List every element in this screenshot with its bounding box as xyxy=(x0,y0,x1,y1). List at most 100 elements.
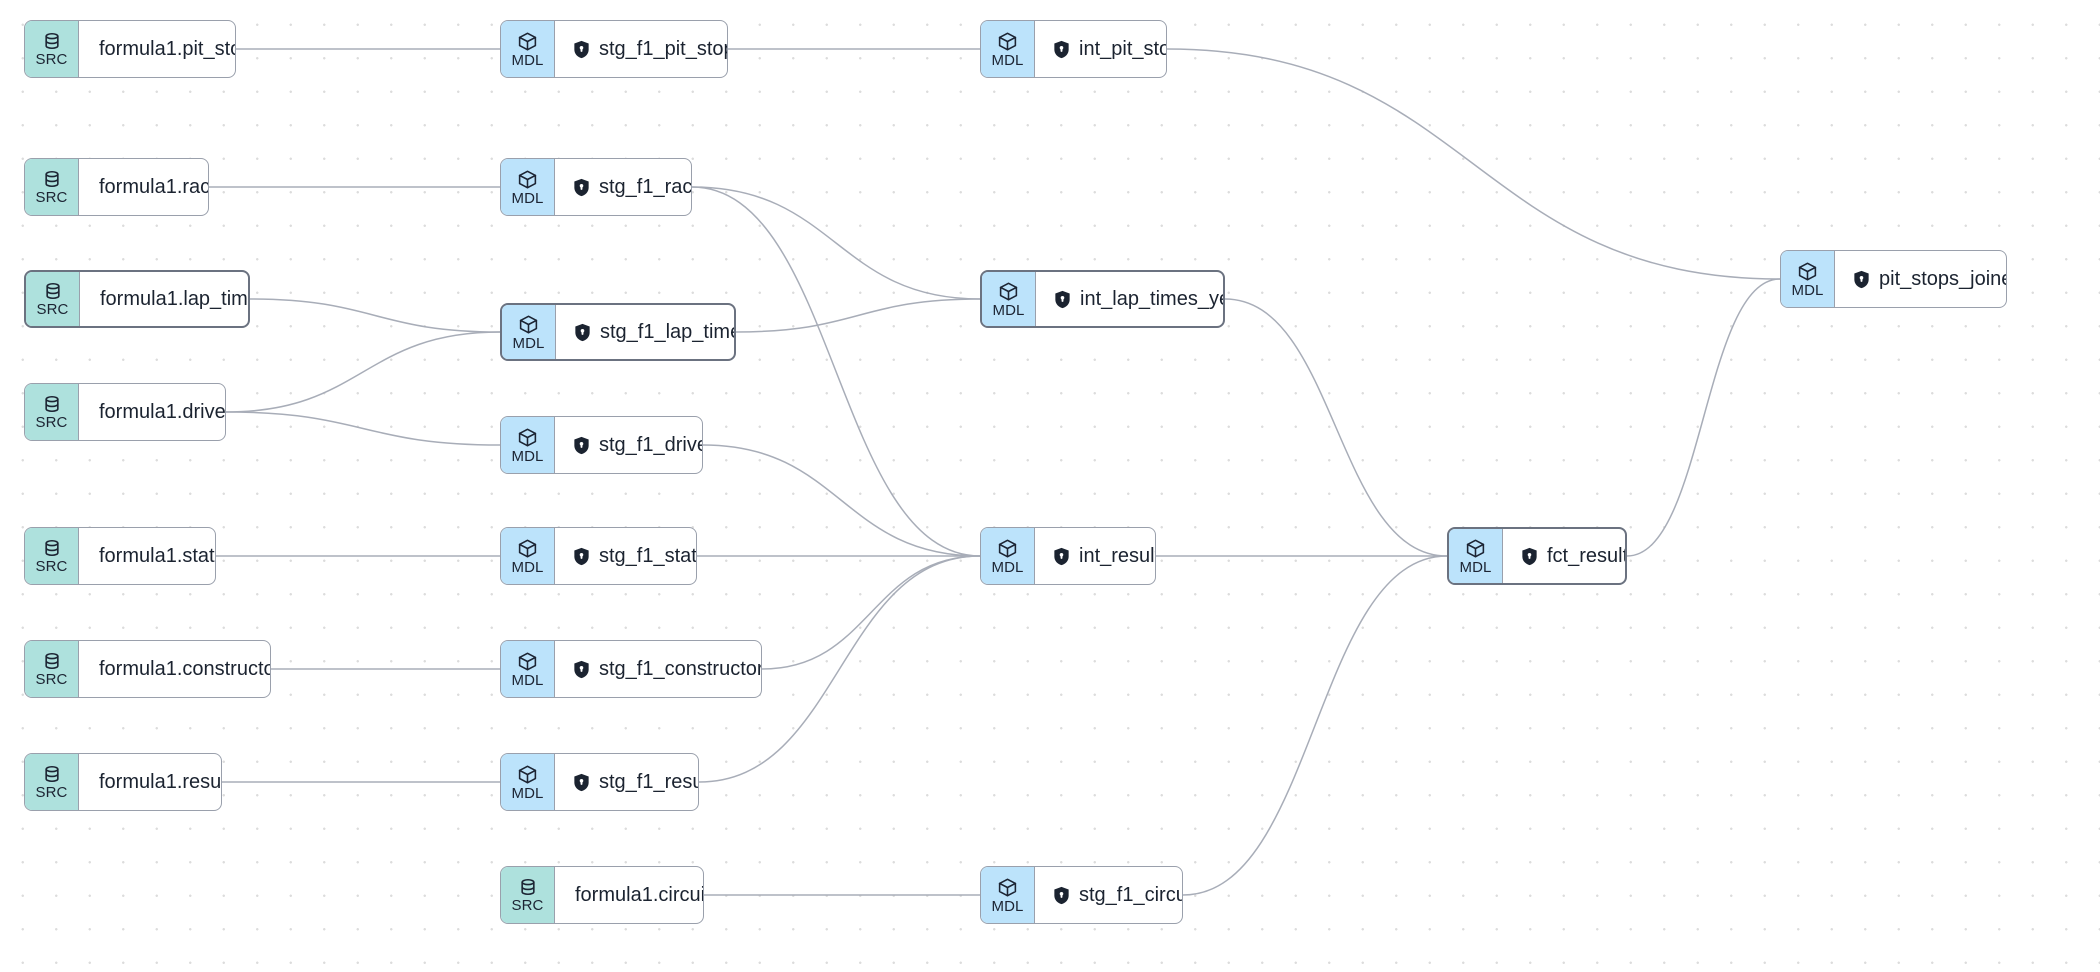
shield-lock-icon xyxy=(573,773,590,792)
node-type-label: MDL xyxy=(511,671,544,689)
cube-icon xyxy=(1465,538,1486,559)
lineage-edge xyxy=(1166,48,1781,280)
lineage-node-stg_circuits[interactable]: MDL stg_f1_circuits xyxy=(980,866,1183,924)
node-type-label: MDL xyxy=(511,189,544,207)
node-type-label: MDL xyxy=(511,447,544,465)
lineage-node-stg_races[interactable]: MDL stg_f1_races xyxy=(500,158,692,216)
node-label: formula1.drivers xyxy=(99,401,226,423)
lineage-node-src_results[interactable]: SRC formula1.results xyxy=(24,753,222,811)
node-type-badge-mdl: MDL xyxy=(981,528,1035,584)
cube-icon xyxy=(1797,261,1818,282)
lineage-edge xyxy=(702,444,981,557)
lineage-node-int_results[interactable]: MDL int_results xyxy=(980,527,1156,585)
node-type-badge-mdl: MDL xyxy=(501,641,555,697)
lineage-edge xyxy=(1626,278,1781,557)
lineage-node-src_drivers[interactable]: SRC formula1.drivers xyxy=(24,383,226,441)
lineage-node-src_constructors[interactable]: SRC formula1.constructors xyxy=(24,640,271,698)
node-type-badge-mdl: MDL xyxy=(501,417,555,473)
node-type-badge-src: SRC xyxy=(25,641,79,697)
cube-icon xyxy=(997,538,1018,559)
node-type-label: SRC xyxy=(511,897,544,914)
cube-icon xyxy=(517,427,538,448)
lineage-edge xyxy=(225,331,501,413)
node-type-badge-mdl: MDL xyxy=(981,867,1035,923)
node-body: formula1.races xyxy=(79,159,209,215)
shield-lock-icon xyxy=(1053,547,1070,566)
node-label: stg_f1_pit_stops xyxy=(599,38,727,60)
node-body: stg_f1_lap_times xyxy=(556,305,734,359)
node-label: formula1.results xyxy=(99,771,222,793)
node-type-label: SRC xyxy=(36,301,69,318)
node-type-label: MDL xyxy=(511,51,544,69)
node-body: formula1.lap_times xyxy=(80,272,248,326)
node-label: formula1.constructors xyxy=(99,658,270,680)
node-type-label: SRC xyxy=(35,51,68,68)
database-icon xyxy=(42,31,62,51)
shield-lock-icon xyxy=(574,323,591,342)
node-type-label: MDL xyxy=(1791,281,1824,299)
shield-lock-icon xyxy=(1521,547,1538,566)
lineage-edge xyxy=(691,186,981,557)
node-type-label: MDL xyxy=(512,334,545,352)
node-body: stg_f1_circuits xyxy=(1035,867,1182,923)
node-label: formula1.pit_stops xyxy=(99,38,235,60)
database-icon xyxy=(42,764,62,784)
node-type-label: MDL xyxy=(992,301,1025,319)
node-label: pit_stops_joined xyxy=(1879,268,2006,290)
cube-icon xyxy=(517,764,538,785)
node-body: stg_f1_races xyxy=(555,159,691,215)
node-type-badge-src: SRC xyxy=(25,384,79,440)
node-type-badge-mdl: MDL xyxy=(502,305,556,359)
node-type-badge-mdl: MDL xyxy=(501,754,555,810)
node-label: int_results xyxy=(1079,545,1155,567)
node-type-badge-mdl: MDL xyxy=(501,159,555,215)
lineage-node-src_pit_stops[interactable]: SRC formula1.pit_stops xyxy=(24,20,236,78)
node-label: formula1.races xyxy=(99,176,209,198)
database-icon xyxy=(42,169,62,189)
shield-lock-icon xyxy=(1054,290,1071,309)
lineage-node-src_lap_times[interactable]: SRC formula1.lap_times xyxy=(24,270,250,328)
cube-icon xyxy=(517,651,538,672)
cube-icon xyxy=(518,314,539,335)
node-label: stg_f1_circuits xyxy=(1079,884,1182,906)
node-type-label: SRC xyxy=(35,784,68,801)
shield-lock-icon xyxy=(573,178,590,197)
node-body: stg_f1_drivers xyxy=(555,417,702,473)
node-body: stg_f1_status xyxy=(555,528,696,584)
lineage-node-stg_drivers[interactable]: MDL stg_f1_drivers xyxy=(500,416,703,474)
shield-lock-icon xyxy=(1053,886,1070,905)
lineage-node-stg_lap_times[interactable]: MDL stg_f1_lap_times xyxy=(500,303,736,361)
database-icon xyxy=(518,877,538,897)
lineage-edge xyxy=(735,298,981,333)
lineage-node-int_lap_times_years[interactable]: MDL int_lap_times_years xyxy=(980,270,1225,328)
lineage-node-pit_stops_joined[interactable]: MDL pit_stops_joined xyxy=(1780,250,2007,308)
node-label: stg_f1_lap_times xyxy=(600,321,734,343)
lineage-node-stg_pit_stops[interactable]: MDL stg_f1_pit_stops xyxy=(500,20,728,78)
node-body: stg_f1_results xyxy=(555,754,698,810)
cube-icon xyxy=(517,169,538,190)
node-type-badge-src: SRC xyxy=(25,528,79,584)
cube-icon xyxy=(997,877,1018,898)
node-label: stg_f1_drivers xyxy=(599,434,702,456)
node-label: int_pit_stops xyxy=(1079,38,1166,60)
node-body: pit_stops_joined xyxy=(1835,251,2006,307)
node-type-badge-mdl: MDL xyxy=(1449,529,1503,583)
lineage-edge xyxy=(691,186,981,300)
database-icon xyxy=(43,281,63,301)
node-type-label: SRC xyxy=(35,558,68,575)
cube-icon xyxy=(517,538,538,559)
lineage-edge xyxy=(249,298,501,333)
node-body: int_lap_times_years xyxy=(1036,272,1223,326)
shield-lock-icon xyxy=(573,547,590,566)
cube-icon xyxy=(998,281,1019,302)
lineage-edge xyxy=(1224,298,1448,557)
